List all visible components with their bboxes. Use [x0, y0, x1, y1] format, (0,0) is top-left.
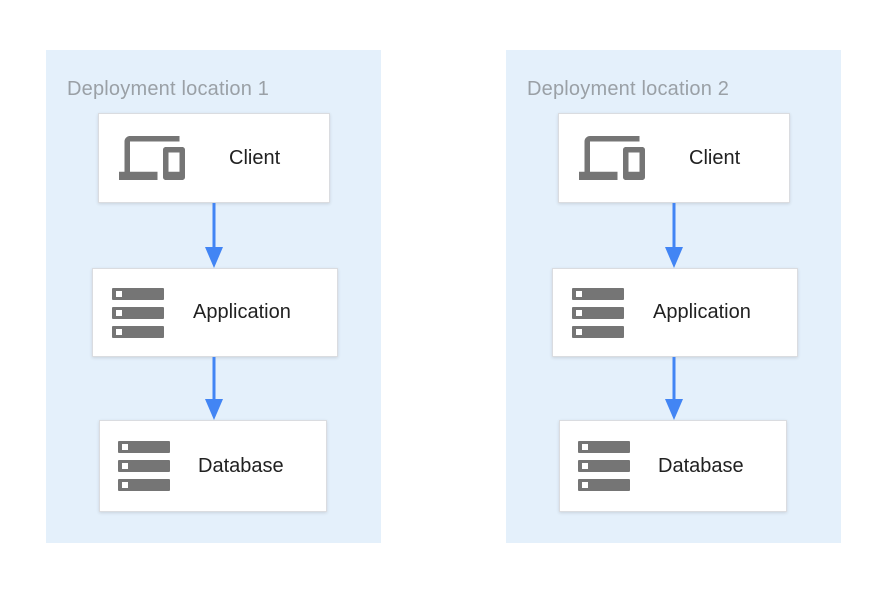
arrow-application-to-database	[205, 357, 223, 420]
node-client: Client	[98, 113, 330, 203]
arrow-application-to-database	[665, 357, 683, 420]
arrow-client-to-application	[665, 203, 683, 268]
node-label: Client	[689, 146, 741, 169]
panel-title: Deployment location 2	[527, 78, 730, 100]
devices-icon	[119, 136, 185, 180]
devices-icon	[579, 136, 645, 180]
arrow-client-to-application	[205, 203, 223, 268]
server-stack-icon	[118, 441, 170, 491]
panel-deployment-location-1: Deployment location 1 Client Application	[46, 50, 381, 543]
node-label: Application	[653, 301, 751, 323]
server-stack-icon	[112, 287, 164, 338]
node-label: Database	[658, 454, 744, 477]
node-label: Database	[198, 454, 284, 477]
node-database: Database	[99, 420, 327, 512]
node-client: Client	[558, 113, 790, 203]
node-application: Application	[552, 268, 798, 357]
panel-deployment-location-2: Deployment location 2 Client Application	[506, 50, 841, 543]
server-stack-icon	[578, 441, 630, 491]
node-label: Client	[229, 146, 281, 169]
node-label: Application	[193, 301, 291, 323]
node-database: Database	[559, 420, 787, 512]
server-stack-icon	[572, 287, 624, 338]
panel-title: Deployment location 1	[67, 78, 270, 100]
node-application: Application	[92, 268, 338, 357]
